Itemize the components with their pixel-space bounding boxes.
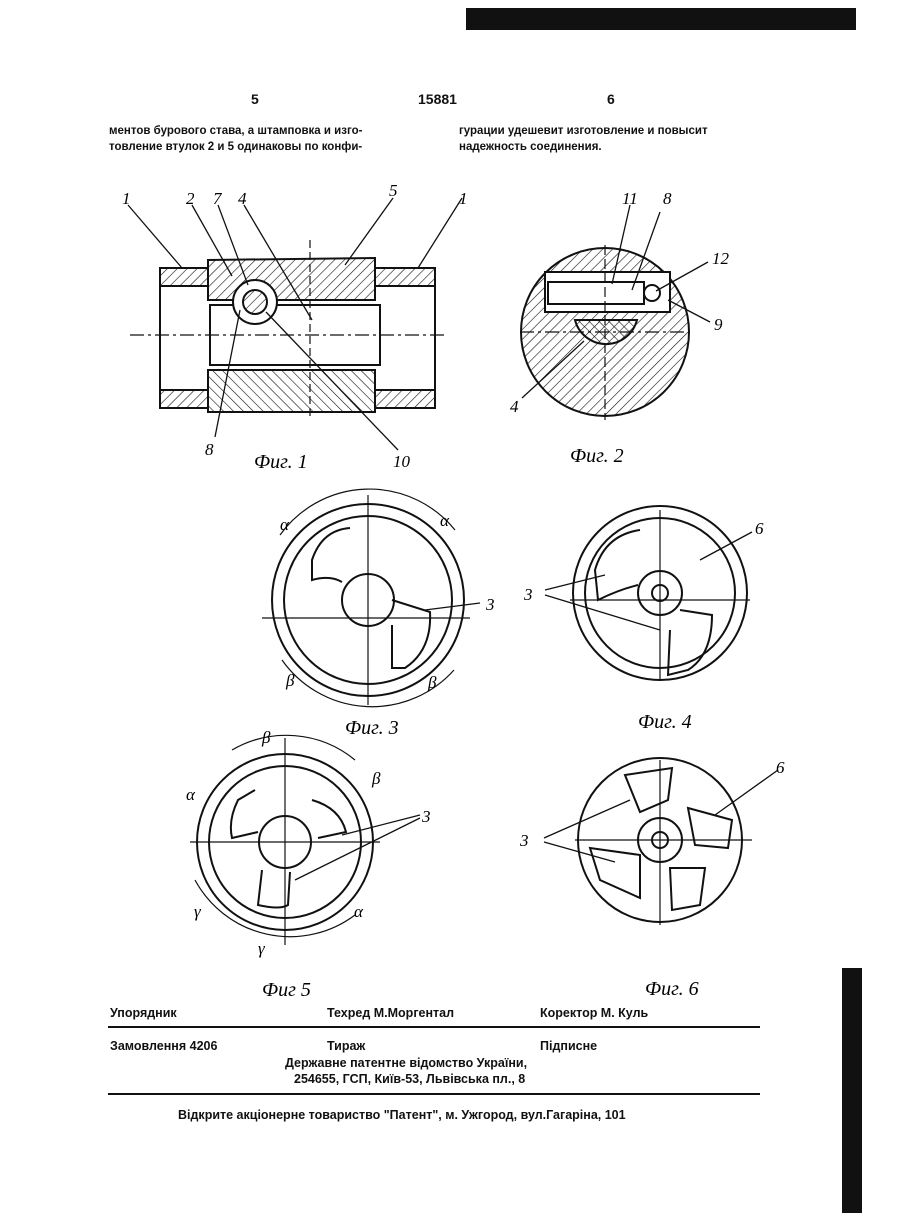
fig5-label-beta-right: β	[371, 769, 381, 788]
techred-label: Техред М.Моргентал	[327, 1006, 454, 1020]
fig1-label-2: 2	[186, 189, 195, 208]
fig1-label-7: 7	[213, 189, 223, 208]
tirazh-label: Тираж	[327, 1039, 365, 1053]
fig2-label-8: 8	[663, 189, 672, 208]
order-label: Замовлення 4206	[110, 1039, 217, 1053]
figure-5-drawing	[190, 735, 420, 945]
fig5-label-3: 3	[421, 807, 431, 826]
fig6-label-3: 3	[519, 831, 529, 850]
fig5-caption: Фиг 5	[262, 979, 311, 1000]
fig2-caption: Фиг. 2	[570, 445, 624, 467]
fig3-label-3: 3	[485, 595, 495, 614]
fig1-label-8: 8	[205, 440, 214, 459]
fig2-label-11: 11	[622, 189, 638, 208]
figure-3-labels: α α β β 3 Фиг. 3	[280, 511, 495, 739]
footer-rule-bottom	[108, 1093, 760, 1095]
fig6-label-6: 6	[776, 758, 785, 777]
figure-6-labels: 6 3 Фиг. 6	[519, 758, 785, 1000]
fig5-label-alpha-right: α	[354, 902, 364, 921]
fig5-label-beta-top: β	[261, 728, 271, 747]
fig1-label-4: 4	[238, 189, 247, 208]
fig4-label-6: 6	[755, 519, 764, 538]
figure-2-drawing	[520, 205, 710, 420]
fig3-label-beta-right: β	[427, 673, 437, 692]
fig3-label-alpha-right: α	[440, 511, 450, 530]
compiler-label: Упорядник	[110, 1006, 177, 1020]
fig6-caption: Фиг. 6	[645, 978, 699, 1000]
figure-1-drawing	[128, 198, 462, 450]
patent-office: Державне патентне відомство України,	[285, 1056, 527, 1070]
fig1-label-1b: 1	[459, 189, 468, 208]
fig1-label-5: 5	[389, 181, 398, 200]
office-address: 254655, ГСП, Київ-53, Львівська пл., 8	[294, 1072, 525, 1086]
fig1-label-1a: 1	[122, 189, 131, 208]
footer-rule-top	[108, 1026, 760, 1028]
fig3-label-beta-left: β	[285, 671, 295, 690]
signed-label: Підписне	[540, 1039, 597, 1053]
drawings-canvas: 1 2 7 4 5 1 8 10 Фиг. 1 11 8 12 9 4 Фиг.…	[0, 0, 900, 1000]
figure-4-drawing	[545, 506, 752, 680]
fig3-label-alpha-left: α	[280, 515, 290, 534]
fig2-label-12: 12	[712, 249, 730, 268]
fig4-caption: Фиг. 4	[638, 711, 692, 733]
fig1-caption: Фиг. 1	[254, 451, 308, 473]
fig3-caption: Фиг. 3	[345, 717, 399, 739]
fig4-label-3: 3	[523, 585, 533, 604]
figure-6-drawing	[544, 758, 778, 925]
fig2-label-9: 9	[714, 315, 723, 334]
fig5-label-gamma-bottom: γ	[258, 939, 266, 958]
corrector-label: Коректор М. Куль	[540, 1006, 648, 1020]
fig1-label-10: 10	[393, 452, 411, 471]
fig5-label-gamma-left: γ	[194, 902, 202, 921]
fig5-label-alpha-left: α	[186, 785, 196, 804]
publisher-line: Відкрите акціонерне товариство "Патент",…	[178, 1108, 626, 1122]
scan-black-bar-side	[842, 968, 862, 1213]
fig2-label-4: 4	[510, 397, 519, 416]
